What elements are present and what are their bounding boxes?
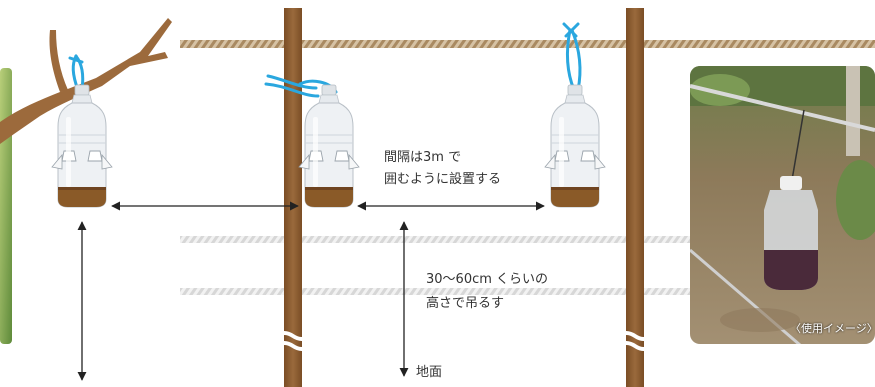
middle-rope	[180, 236, 690, 243]
tie-right	[562, 22, 582, 92]
top-rope	[180, 40, 875, 48]
interval-label-line2: 囲むように設置する	[384, 172, 502, 187]
height-label-line1: 30〜60cm くらいの	[426, 272, 549, 287]
tree-branch-icon	[0, 18, 172, 144]
foliage-photo-strip	[0, 68, 12, 344]
usage-photo	[690, 66, 875, 344]
ground-label: 地面	[416, 365, 443, 380]
post-1	[274, 8, 312, 387]
lower-rope	[180, 288, 690, 295]
post-2	[616, 8, 654, 387]
photo-caption: 〈使用イメージ〉	[790, 322, 875, 335]
height-label-line2: 高さで吊るす	[426, 296, 505, 311]
interval-label-line1: 間隔は3m で	[384, 150, 462, 165]
